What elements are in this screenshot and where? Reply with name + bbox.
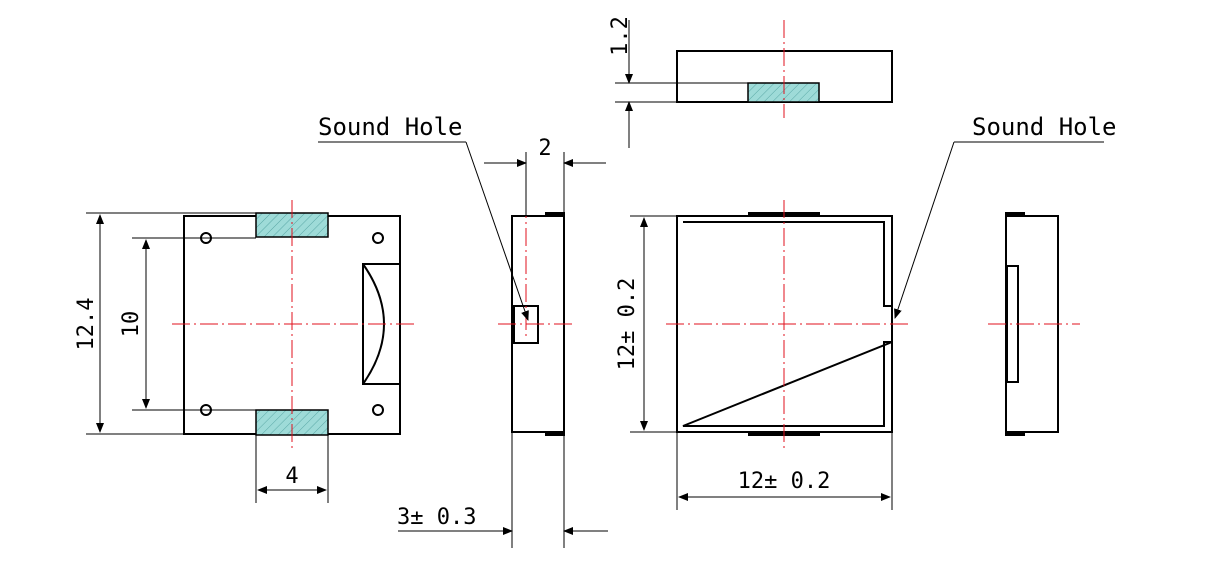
dim-body-height: 12± 0.2	[615, 278, 640, 371]
sound-hole-label-left: Sound Hole	[318, 113, 463, 141]
side-terminal-top	[545, 212, 565, 217]
sound-hole-leader-left	[465, 141, 529, 321]
mounting-hole-bottom-right	[372, 404, 384, 416]
dim-body-width: 12± 0.2	[738, 469, 831, 494]
sound-hole-leader-right	[894, 141, 955, 319]
dim-top-pad-height: 1.2	[608, 16, 633, 56]
side-terminal-bottom	[545, 431, 565, 436]
mounting-hole-top-right	[372, 232, 384, 244]
edge-view: 1.2	[608, 16, 893, 148]
sound-hole-label-right: Sound Hole	[972, 113, 1117, 141]
dim-pad-pitch: 10	[119, 311, 144, 338]
dim-thickness: 3± 0.3	[397, 505, 476, 530]
right-side-terminal-top	[1005, 212, 1025, 217]
dim-overall-height: 12.4	[74, 298, 99, 351]
dim-pad-width: 4	[285, 464, 298, 489]
bottom-view: 12.4 10 4	[74, 200, 415, 503]
side-view: 2 3± 0.3 Sound Hole	[318, 113, 608, 548]
dim-side-offset: 2	[538, 136, 551, 161]
top-view: 12± 0.2 12± 0.2 Sound Hole	[615, 113, 1117, 510]
right-side-terminal-bottom	[1005, 431, 1025, 436]
right-side-view	[988, 212, 1080, 436]
